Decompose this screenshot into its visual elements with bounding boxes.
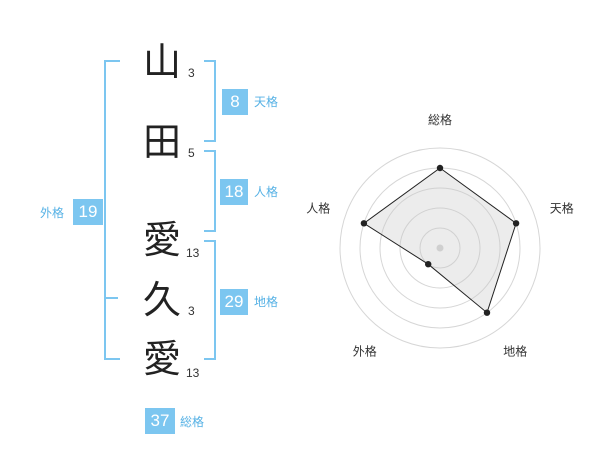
stroke-count-5: 13 xyxy=(186,366,200,380)
gaikaku-label: 外格 xyxy=(40,206,65,220)
stroke-count-1: 3 xyxy=(188,66,195,80)
radar-grid-ring xyxy=(379,187,501,309)
radar-point-5 xyxy=(360,220,368,227)
radar-axis-label: 外格 xyxy=(353,344,377,359)
radar-grid-ring xyxy=(419,227,461,269)
jinkaku-bracket xyxy=(204,150,216,232)
radar-series-polygon xyxy=(363,167,517,314)
radar-point-1 xyxy=(436,164,444,172)
radar-axis-label: 地格 xyxy=(503,344,527,359)
gaikaku-bracket-mid-tick xyxy=(104,297,118,299)
given-name-char-2: 久 xyxy=(142,278,181,322)
given-name-char-3: 愛 xyxy=(142,337,181,381)
gaikaku-value: 19 xyxy=(73,199,103,225)
radar-axis-label: 人格 xyxy=(306,200,330,215)
surname-char-2: 田 xyxy=(142,120,181,164)
radar-axis-label: 天格 xyxy=(550,200,574,215)
stroke-count-2: 5 xyxy=(188,146,195,160)
jinkaku-value: 18 xyxy=(220,179,248,205)
radar-point-2 xyxy=(512,220,520,227)
radar-point-3 xyxy=(483,309,491,316)
radar-center-dot xyxy=(436,244,444,252)
radar-grid-ring xyxy=(339,147,541,349)
stroke-count-4: 3 xyxy=(188,304,195,318)
radar-grid-ring xyxy=(399,207,481,289)
gaikaku-bracket xyxy=(104,60,120,360)
given-name-char-1: 愛 xyxy=(142,218,181,262)
chikaku-bracket xyxy=(204,240,216,360)
tenkaku-label: 天格 xyxy=(254,95,279,109)
soukaku-label: 総格 xyxy=(180,415,205,429)
surname-char-1: 山 xyxy=(142,40,181,84)
jinkaku-label: 人格 xyxy=(254,185,279,199)
stroke-count-3: 13 xyxy=(186,246,200,260)
chikaku-value: 29 xyxy=(220,289,248,315)
tenkaku-bracket xyxy=(204,60,216,142)
tenkaku-value: 8 xyxy=(222,89,248,115)
chikaku-label: 地格 xyxy=(254,295,279,309)
radar-axis-label: 総格 xyxy=(428,112,452,127)
soukaku-value: 37 xyxy=(145,408,175,434)
radar-point-4 xyxy=(425,261,432,268)
